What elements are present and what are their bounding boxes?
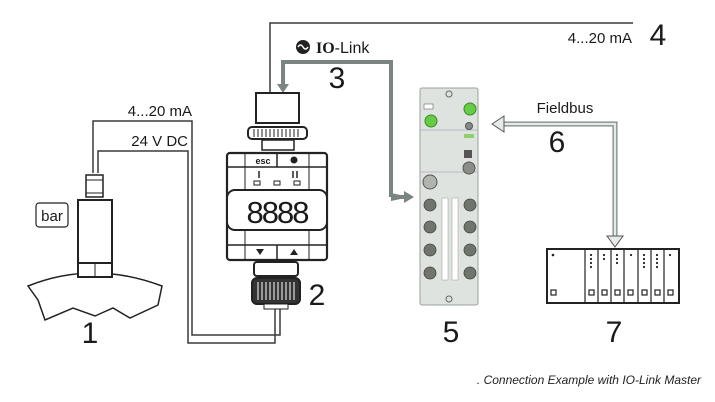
- fieldbus-arrow: [491, 115, 624, 248]
- display-device: [225, 92, 329, 310]
- iolink-label: IO-Link: [316, 40, 370, 57]
- component-number-3: 3: [329, 62, 346, 95]
- iolink-master: [419, 87, 479, 306]
- pressure-sensor: [26, 174, 163, 322]
- iolink-arrow: [277, 60, 414, 203]
- component-number-7: 7: [606, 316, 623, 349]
- component-number-4: 4: [650, 19, 667, 52]
- component-number-5: 5: [443, 316, 460, 349]
- wire-24vdc-left: [97, 150, 276, 344]
- display-reading: 8888: [247, 195, 309, 230]
- fieldbus-label: Fieldbus: [537, 100, 594, 117]
- wire-label-4-20ma-left: 4...20 mA: [128, 103, 192, 120]
- wire-4-20ma-left: [92, 120, 281, 336]
- figure-caption: . Connection Example with IO-Link Master: [476, 373, 701, 387]
- component-number-2: 2: [309, 279, 326, 312]
- sensor-unit-label: bar: [41, 208, 63, 225]
- iolink-logo-icon: [296, 40, 310, 54]
- component-number-1: 1: [82, 317, 99, 350]
- plc: [546, 248, 680, 304]
- wire-4-20ma-top: [269, 22, 633, 92]
- component-number-6: 6: [549, 126, 566, 159]
- wire-label-4-20ma-right: 4...20 mA: [568, 30, 632, 47]
- wire-label-24vdc: 24 V DC: [131, 133, 188, 150]
- esc-button-label: esc: [255, 156, 270, 166]
